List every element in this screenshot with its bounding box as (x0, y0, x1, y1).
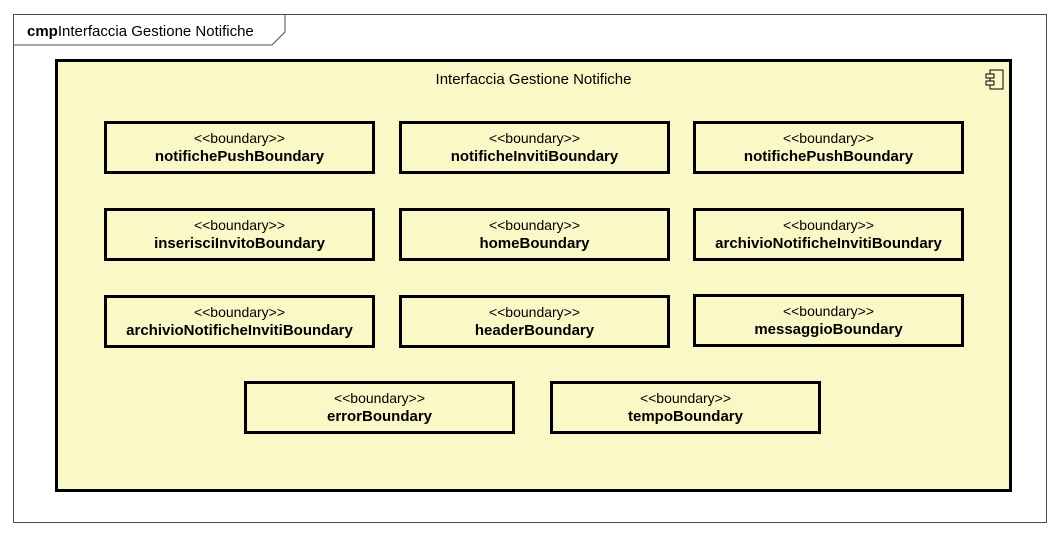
boundary-archivio-notifiche-inviti[interactable]: <<boundary>> archivioNotificheInvitiBoun… (693, 208, 964, 261)
boundary-notifiche-push-2[interactable]: <<boundary>> notifichePushBoundary (693, 121, 964, 174)
stereotype-label: <<boundary>> (193, 217, 286, 233)
boundary-notifiche-push[interactable]: <<boundary>> notifichePushBoundary (104, 121, 375, 174)
stereotype-label: <<boundary>> (782, 130, 875, 146)
boundary-name: archivioNotificheInvitiBoundary (715, 235, 942, 252)
component-title: Interfaccia Gestione Notifiche (435, 71, 632, 88)
boundary-name: tempoBoundary (627, 408, 743, 425)
boundary-name: homeBoundary (479, 235, 590, 252)
boundary-name: messaggioBoundary (754, 321, 903, 338)
diagram-frame (13, 14, 1047, 523)
stereotype-label: <<boundary>> (782, 303, 875, 319)
boundary-tempo[interactable]: <<boundary>> tempoBoundary (550, 381, 821, 434)
boundary-name: headerBoundary (474, 322, 595, 339)
stereotype-label: <<boundary>> (193, 304, 286, 320)
uml-component-icon (985, 69, 1004, 90)
boundary-name: inserisciInvitoBoundary (154, 235, 325, 252)
boundary-name: notifichePushBoundary (743, 148, 914, 165)
boundary-header[interactable]: <<boundary>> headerBoundary (399, 295, 670, 348)
boundary-archivio-notifiche-inviti-2[interactable]: <<boundary>> archivioNotificheInvitiBoun… (104, 295, 375, 348)
frame-keyword: cmp (27, 23, 58, 40)
stereotype-label: <<boundary>> (639, 390, 732, 406)
boundary-name: notificheInvitiBoundary (450, 148, 619, 165)
stereotype-label: <<boundary>> (488, 304, 581, 320)
boundary-messaggio[interactable]: <<boundary>> messaggioBoundary (693, 294, 964, 347)
boundary-name: archivioNotificheInvitiBoundary (126, 322, 353, 339)
frame-name: Interfaccia Gestione Notifiche (57, 23, 254, 40)
boundary-home[interactable]: <<boundary>> homeBoundary (399, 208, 670, 261)
stereotype-label: <<boundary>> (488, 217, 581, 233)
boundary-name: errorBoundary (326, 408, 433, 425)
stereotype-label: <<boundary>> (333, 390, 426, 406)
frame-tab-label: cmpInterfaccia Gestione Notifiche (27, 23, 254, 40)
stereotype-label: <<boundary>> (782, 217, 875, 233)
boundary-error[interactable]: <<boundary>> errorBoundary (244, 381, 515, 434)
frame-tab-outline (13, 14, 286, 46)
frame-tab: cmpInterfaccia Gestione Notifiche (13, 14, 286, 46)
boundary-inserisci-invito[interactable]: <<boundary>> inserisciInvitoBoundary (104, 208, 375, 261)
boundary-name: notifichePushBoundary (154, 148, 325, 165)
boundary-notifiche-inviti[interactable]: <<boundary>> notificheInvitiBoundary (399, 121, 670, 174)
component-box[interactable]: Interfaccia Gestione Notifiche <<boundar… (55, 59, 1012, 492)
stereotype-label: <<boundary>> (193, 130, 286, 146)
stereotype-label: <<boundary>> (488, 130, 581, 146)
